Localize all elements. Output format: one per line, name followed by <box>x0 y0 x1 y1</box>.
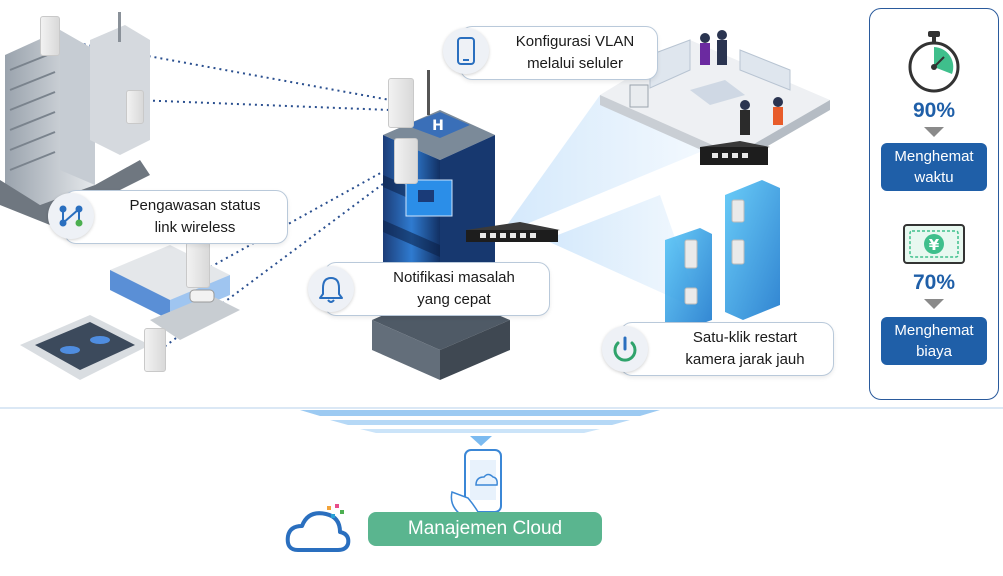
access-point <box>388 78 414 128</box>
time-saving-line1: Menghemat <box>894 148 974 165</box>
callout-notify-line1: Notifikasi masalah <box>393 269 515 286</box>
callout-vlan-icon-circle <box>443 28 489 74</box>
access-point <box>126 90 144 124</box>
access-point <box>40 16 60 56</box>
callout-vlan-line1: Konfigurasi VLAN <box>515 33 635 50</box>
signal-beam-lower <box>545 195 700 310</box>
callout-notify-icon-circle <box>308 266 354 312</box>
callout-vlan-text: Konfigurasi VLAN melalui seluler <box>500 31 650 75</box>
callout-notify-text: Notifikasi masalah yang cepat <box>366 267 542 311</box>
yen-symbol: ¥ <box>929 236 940 254</box>
power-icon <box>613 336 637 362</box>
callout-status-line1: Pengawasan status <box>129 197 261 214</box>
cost-saving-badge: Menghemat biaya <box>881 317 987 365</box>
callout-status-icon-circle <box>48 193 94 239</box>
callout-vlan-config <box>460 26 658 80</box>
callout-vlan-line2: melalui seluler <box>527 55 623 72</box>
smartphone-icon <box>457 37 475 65</box>
callout-notification <box>324 262 550 316</box>
arrow-down-icon <box>924 299 944 309</box>
office-buildings <box>0 12 150 225</box>
svg-text:H: H <box>432 118 444 134</box>
cloud-management-label: Manajemen Cloud <box>368 512 602 546</box>
network-nodes-icon <box>59 205 83 227</box>
yen-banknote-icon: ¥ <box>903 224 965 264</box>
cloud-icon <box>285 504 351 552</box>
signal-beam-upper <box>500 95 705 235</box>
arrow-down-icon <box>924 127 944 137</box>
bell-icon <box>319 277 343 303</box>
access-point <box>186 242 210 288</box>
smartphone-illustration <box>450 449 502 521</box>
access-point <box>144 328 166 372</box>
office-switch <box>700 141 770 165</box>
callout-restart-icon-circle <box>602 326 648 372</box>
callout-restart-line2: kamera jarak jauh <box>685 351 805 368</box>
callout-restart <box>620 322 834 376</box>
time-saving-percent: 90% <box>912 99 956 122</box>
camera-poles <box>665 180 780 332</box>
stopwatch-icon <box>908 31 960 93</box>
time-saving-line2: waktu <box>914 169 954 186</box>
callout-status-text: Pengawasan status link wireless <box>110 195 280 239</box>
cost-saving-percent: 70% <box>912 271 956 294</box>
callout-status-line2: link wireless <box>154 219 236 236</box>
callout-link-status <box>64 190 288 244</box>
central-switch <box>466 222 560 242</box>
time-saving-badge: Menghemat waktu <box>881 143 987 191</box>
callout-notify-line2: yang cepat <box>417 291 491 308</box>
benefits-panel: 90% Menghemat waktu ¥ 70% Menghemat biay… <box>869 8 999 400</box>
access-point <box>394 138 418 184</box>
cost-saving-line2: biaya <box>916 343 952 360</box>
callout-restart-text: Satu-klik restart kamera jarak jauh <box>664 327 826 371</box>
cost-saving-line1: Menghemat <box>894 322 974 339</box>
callout-restart-line1: Satu-klik restart <box>692 329 798 346</box>
signal-stripes <box>300 410 660 446</box>
